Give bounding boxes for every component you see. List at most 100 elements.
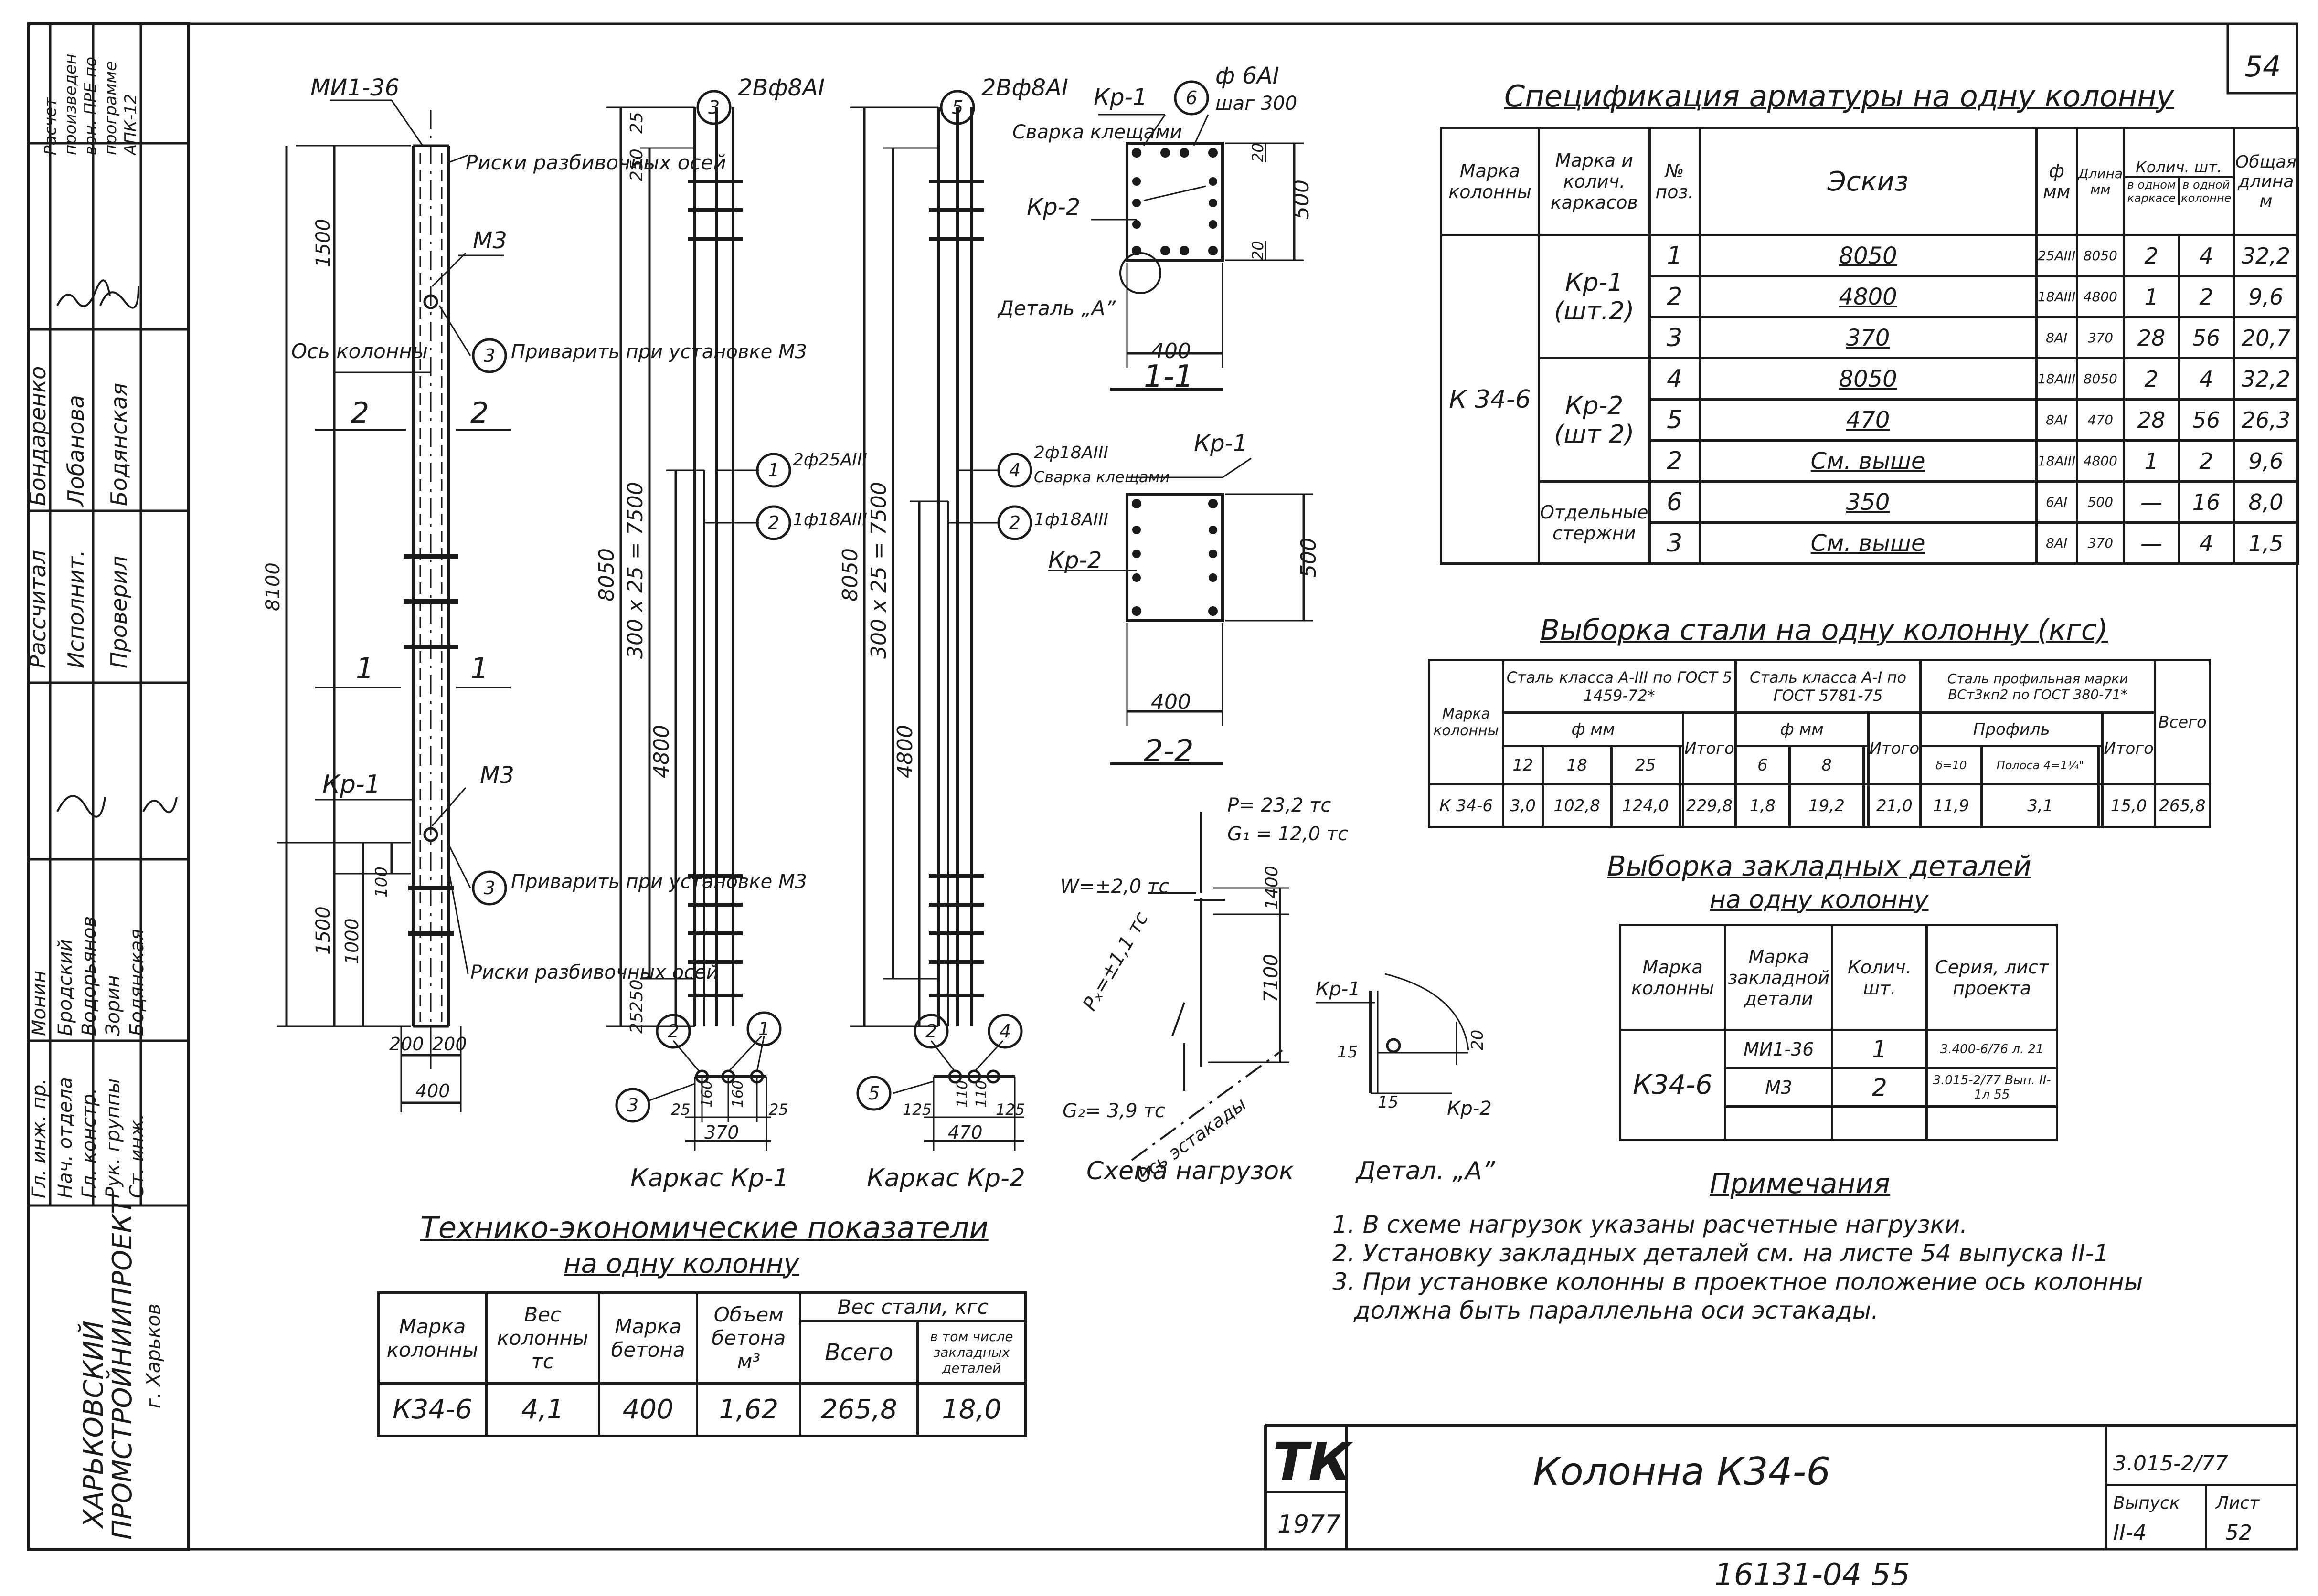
kr2-sec-callout-2: 2	[925, 1021, 937, 1042]
spec-h-cages: Марка и колич. каркасов	[1538, 127, 1651, 236]
cage1-callout-1: 1	[768, 460, 779, 481]
label-privarit-bottom: Приварить при установке М3	[511, 871, 807, 893]
steel-sub-prof: Полоса 4=1¼"	[1980, 745, 2100, 785]
spec-h-total: Общая длина м	[2233, 127, 2299, 236]
steel-cell	[1679, 783, 1685, 828]
tep-cell: К34-6	[377, 1382, 488, 1437]
role1-1: Исполнит.	[63, 550, 89, 668]
kr1-dim-c: 160	[730, 1080, 746, 1108]
embedded-subtitle: на одну колонну	[1710, 886, 1929, 914]
spec-cell-len: 370	[2075, 316, 2126, 359]
spec-cell-sketch: 8050	[1698, 234, 2038, 277]
cage1-7500: 300 х 25 = 7500	[623, 482, 648, 659]
emb-qty-0: 1	[1831, 1029, 1928, 1069]
kr1-cage-title: Каркас Кр-1	[630, 1164, 789, 1193]
issue-label: Выпуск	[2113, 1493, 2180, 1513]
kr1-dim-370: 370	[704, 1122, 739, 1143]
spec-h-mark: Марка колонны	[1440, 127, 1540, 236]
cage1-25: 25	[627, 112, 647, 134]
load-g2: G₂= 3,9 тс	[1063, 1100, 1165, 1122]
role2-3: Рук. группы	[102, 1078, 124, 1198]
label-privarit-top: Приварить при установке М3	[511, 341, 807, 363]
sec2-500: 500	[1297, 538, 1321, 578]
tep-h-steel: Вес стали, кгс	[799, 1291, 1027, 1322]
emb-h-qty: Колич. шт.	[1831, 924, 1928, 1031]
spec-cell-len: 4800	[2075, 275, 2126, 318]
cage1-8050: 8050	[595, 548, 619, 602]
spec-cell-col: 2	[2178, 275, 2235, 318]
steel-cell	[2097, 783, 2104, 828]
tep-cell: 1,62	[696, 1382, 802, 1437]
note-3: 3. При установке колонны в проектное пол…	[1332, 1268, 2143, 1296]
spec-cell-len: 470	[2075, 398, 2126, 442]
spec-table: Марка колонны Марка и колич. каркасов № …	[1440, 127, 2299, 565]
spec-h-sketch: Эскиз	[1698, 127, 2038, 236]
steel-cell: 3,0	[1502, 783, 1544, 828]
page-number-box	[2226, 22, 2298, 95]
dim-400: 400	[415, 1080, 450, 1101]
side-stamp-frame	[27, 22, 190, 1551]
sec1-kr1: Кр-1	[1094, 84, 1147, 111]
detA-15b: 15	[1378, 1093, 1398, 1112]
cage1-4800: 4800	[649, 725, 674, 778]
spec-cell-total: 9,6	[2233, 439, 2299, 483]
spec-group: Кр-2 (шт 2)	[1538, 357, 1651, 483]
label-m3-bottom: М3	[480, 762, 514, 789]
dim-1500-bottom: 1500	[312, 906, 334, 955]
emb-part-0: МИ1-36	[1724, 1029, 1834, 1069]
signature-4	[142, 797, 178, 814]
tep-cell: 18,0	[916, 1382, 1027, 1437]
steel-h-a1: Сталь класса А-I по ГОСТ 5781-75	[1734, 659, 1922, 714]
role1-0: Рассчитал	[25, 550, 51, 668]
steel-cell: 229,8	[1682, 783, 1737, 828]
cage1-25b: 25	[627, 1012, 647, 1034]
spec-cell-pos: 2	[1648, 275, 1701, 318]
cage2-callout-4: 4	[1009, 460, 1021, 481]
label-os-kolonny: Ось колонны	[291, 339, 428, 363]
name2-0: Монин	[28, 971, 50, 1036]
spec-cell-sketch: 4800	[1698, 275, 2038, 318]
spec-cell-one: 2	[2123, 234, 2180, 277]
spec-cell-total: 26,3	[2233, 398, 2299, 442]
load-px: Pₓ=±1,1 тс	[1079, 908, 1153, 1015]
kr2-dim-c: 110	[973, 1080, 990, 1108]
tep-h-all: Всего	[799, 1320, 919, 1385]
name2-2: Водорьянов	[78, 916, 100, 1036]
steel-cell: 102,8	[1541, 783, 1613, 828]
steel-cell: 15,0	[2101, 783, 2156, 828]
kr2-dim-b: 110	[954, 1080, 971, 1108]
spec-cell-col: 4	[2178, 357, 2235, 401]
spec-cell-col: 56	[2178, 316, 2235, 359]
cage2-bar4: 2ф18АIII	[1034, 443, 1108, 463]
steel-cell: 1,8	[1734, 783, 1791, 828]
spec-cell-dia: 8АI	[2035, 398, 2078, 442]
spec-group: Кр-1 (шт.2)	[1538, 234, 1651, 359]
sec1-callout-6: 6	[1186, 87, 1197, 108]
issue-value: II-4	[2113, 1521, 2147, 1545]
sheet-title: Колонна К34-6	[1533, 1449, 1830, 1494]
spec-cell-len: 500	[2075, 480, 2126, 524]
sec1-400: 400	[1151, 339, 1191, 363]
tep-h-volume: Объем бетона м³	[696, 1291, 802, 1385]
emb-h-mark: Марка колонны	[1618, 924, 1727, 1031]
doc-code: 3.015-2/77	[2113, 1451, 2228, 1476]
load-title: Схема нагрузок	[1086, 1157, 1294, 1185]
sec1-bar6: ф 6АI	[1215, 63, 1279, 89]
sec2-400: 400	[1151, 690, 1191, 714]
name1-1: Лобанова	[63, 395, 89, 507]
sec1-20a: 20	[1249, 143, 1267, 162]
kr1-dim-b: 160	[699, 1080, 715, 1108]
tk-logo: ТК	[1273, 1431, 1354, 1492]
tep-cell: 4,1	[485, 1382, 600, 1437]
kr2-dim-470: 470	[948, 1122, 983, 1143]
cage2-8050: 8050	[838, 548, 862, 602]
section22-left: 2	[351, 396, 369, 430]
detA-kr1: Кр-1	[1316, 978, 1361, 1000]
spec-cell-one: 2	[2123, 357, 2180, 401]
emb-mark: К34-6	[1618, 1029, 1727, 1141]
